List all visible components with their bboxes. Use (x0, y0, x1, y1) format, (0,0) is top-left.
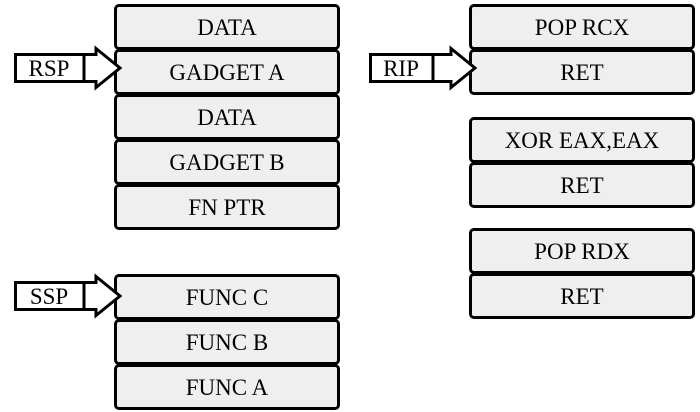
gadget-group-2: XOR EAX,EAX RET (469, 117, 695, 208)
shadow-stack-cell: FUNC C (114, 274, 340, 320)
ssp-label: SSP (29, 283, 69, 309)
rip-arrow-icon (369, 45, 478, 91)
data-stack-cell: DATA (114, 94, 340, 140)
ssp-pointer: SSP (14, 273, 123, 319)
rip-label: RIP (383, 55, 419, 81)
gadget-cell: POP RCX (469, 4, 695, 50)
rsp-pointer: RSP (14, 45, 123, 91)
gadget-cell: RET (469, 273, 695, 319)
ssp-arrow-icon (14, 273, 123, 319)
gadget-cell: RET (469, 162, 695, 208)
data-stack-cell: GADGET A (114, 49, 340, 95)
rip-pointer: RIP (369, 45, 478, 91)
data-stack-cell: GADGET B (114, 139, 340, 185)
gadget-cell: RET (469, 49, 695, 95)
rsp-label: RSP (28, 55, 70, 81)
data-stack-cell: FN PTR (114, 184, 340, 230)
shadow-stack: FUNC C FUNC B FUNC A (114, 274, 340, 410)
gadget-cell: POP RDX (469, 228, 695, 274)
shadow-stack-cell: FUNC A (114, 364, 340, 410)
gadget-group-3: POP RDX RET (469, 228, 695, 319)
gadget-cell: XOR EAX,EAX (469, 117, 695, 163)
shadow-stack-cell: FUNC B (114, 319, 340, 365)
gadget-group-1: POP RCX RET (469, 4, 695, 95)
rsp-arrow-icon (14, 45, 123, 91)
data-stack: DATA GADGET A DATA GADGET B FN PTR (114, 4, 340, 230)
data-stack-cell: DATA (114, 4, 340, 50)
